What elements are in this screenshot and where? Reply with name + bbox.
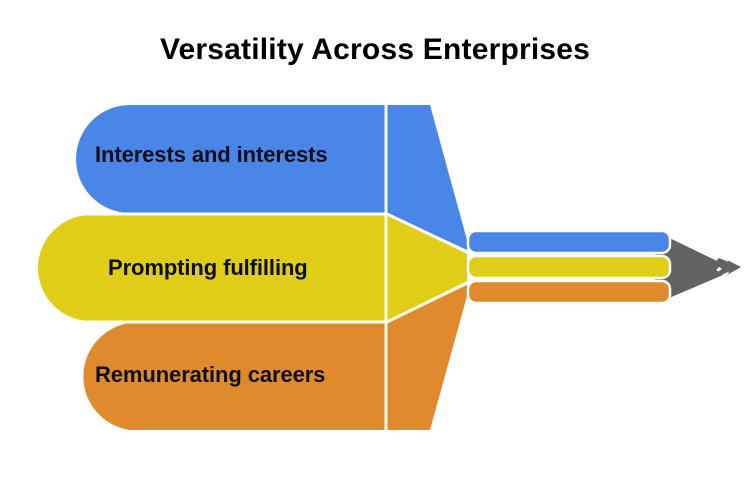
band-body-prompting: [38, 215, 385, 321]
pencil-tip-lead-icon: [727, 260, 741, 275]
band-taper-interests: [387, 105, 467, 250]
pencil-tip-point-icon: [655, 231, 723, 304]
band-group-remunerating[interactable]: [83, 285, 467, 430]
shaft-stripe-remunerating[interactable]: [466, 279, 672, 305]
shaft-stripe-prompting[interactable]: [466, 254, 672, 280]
band-group-prompting[interactable]: [38, 215, 467, 321]
divider-yellow-orange: [386, 281, 468, 324]
shaft-stripe-interests[interactable]: [466, 229, 672, 255]
band-label-prompting: Prompting fulfilling: [108, 255, 308, 280]
band-label-interests: Interests and interests: [95, 142, 328, 167]
page-title: Versatility Across Enterprises: [159, 33, 591, 66]
band-taper-prompting: [387, 215, 467, 321]
band-label-remunerating: Remunerating careers: [95, 362, 326, 387]
band-taper-remunerating: [387, 285, 467, 430]
band-group-interests[interactable]: [76, 105, 467, 250]
band-body-interests: [76, 105, 385, 213]
band-body-remunerating: [83, 323, 385, 430]
divider-blue-yellow: [386, 212, 468, 254]
